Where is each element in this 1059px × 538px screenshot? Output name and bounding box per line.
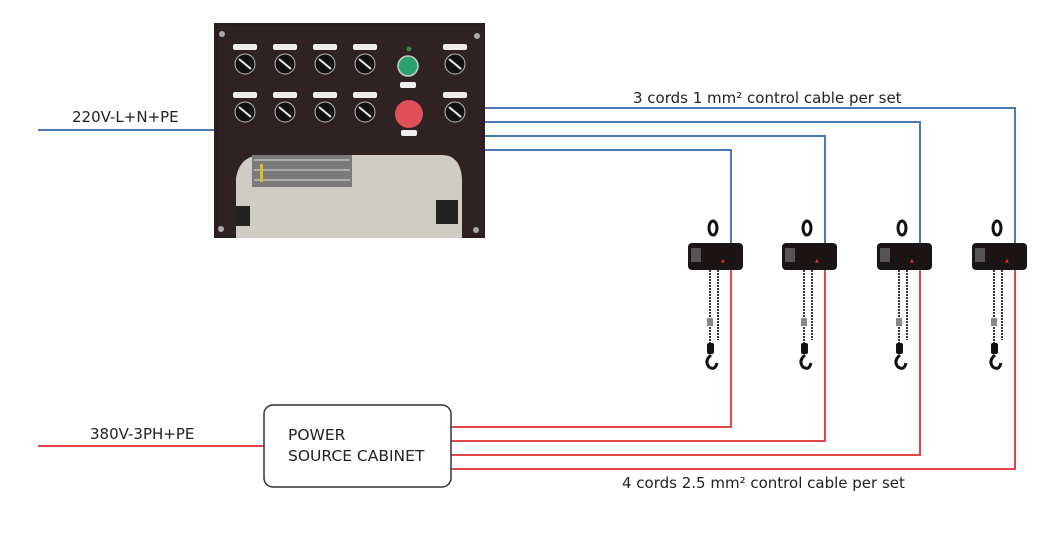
power-cable-2 (451, 270, 826, 442)
selector-switch (273, 44, 297, 75)
screw-icon (218, 226, 224, 232)
power-cable-3 (451, 270, 921, 456)
selector-switch (313, 92, 337, 123)
selector-switches (233, 44, 467, 123)
svg-text:▲: ▲ (910, 258, 914, 264)
control-cable-4 (485, 107, 1016, 245)
control-cable-label: 3 cords 1 mm² control cable per set (633, 89, 902, 107)
screw-icon (219, 31, 225, 37)
hoist-icon: ▲ (972, 219, 1027, 370)
power-cable-label: 4 cords 2.5 mm² control cable per set (622, 474, 905, 492)
power-cable-4 (451, 270, 1016, 470)
selector-switch (353, 44, 377, 75)
power-source-cabinet: POWER SOURCE CABINET (263, 404, 452, 488)
control-cable-1 (485, 149, 732, 245)
selector-switch (313, 44, 337, 75)
selector-switch (233, 92, 257, 123)
hoist-icon: ▲ (782, 219, 837, 370)
control-panel (214, 23, 485, 238)
screw-icon (473, 227, 479, 233)
hoist-icon: ▲ (688, 219, 743, 370)
control-cable-3 (485, 121, 921, 245)
selector-switch (353, 92, 377, 123)
selector-switch (233, 44, 257, 75)
selector-switch (273, 92, 297, 123)
control-cable-2 (485, 135, 826, 245)
indicator-light (406, 46, 412, 52)
cabinet-label-line2: SOURCE CABINET (288, 447, 425, 465)
selector-switch (443, 92, 467, 123)
hoist-icon: ▲ (877, 219, 932, 370)
emergency-stop-button (395, 100, 423, 128)
selector-switch (443, 44, 467, 75)
input-380v-label: 380V-3PH+PE (90, 425, 194, 443)
cabinet-label-line1: POWER (288, 426, 346, 444)
control-cables (485, 107, 1016, 245)
input-220v-label: 220V-L+N+PE (72, 108, 179, 126)
svg-text:▲: ▲ (815, 258, 819, 264)
svg-text:▲: ▲ (1005, 258, 1009, 264)
svg-text:▲: ▲ (721, 258, 725, 264)
start-button (397, 55, 419, 77)
power-cables (451, 270, 1016, 470)
hoists: ▲ ▲ ▲ ▲ (688, 219, 1027, 370)
screw-icon (474, 33, 480, 39)
power-cable-1 (451, 270, 732, 428)
